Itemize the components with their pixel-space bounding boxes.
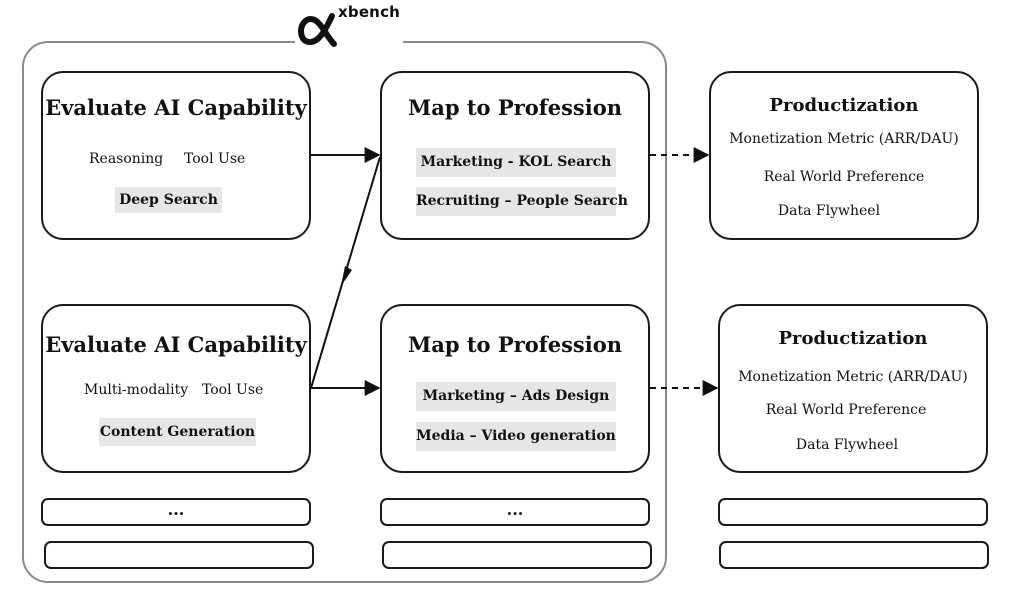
profession-title: Map to Profession (407, 95, 623, 120)
product-title: Productization (778, 328, 928, 349)
profession-item: Media – Video generation (416, 422, 616, 451)
placeholder-bar-ellipsis: ... (41, 498, 311, 526)
product-item: Data Flywheel (777, 203, 881, 219)
capability-card-2: Evaluate AI Capability Multi-modality To… (41, 304, 311, 473)
capability-card-1: Evaluate AI Capability Reasoning Tool Us… (41, 71, 311, 240)
profession-item: Marketing – Ads Design (416, 382, 616, 411)
product-card-1: Productization Monetization Metric (ARR/… (709, 71, 979, 240)
profession-card-2: Map to Profession Marketing – Ads Design… (380, 304, 650, 473)
capability-tag: Multi-modality (84, 382, 189, 398)
profession-title: Map to Profession (407, 332, 623, 357)
capability-focus-chip: Deep Search (115, 187, 222, 213)
product-item: Real World Preference (765, 402, 927, 418)
capability-tag: Tool Use (202, 382, 264, 398)
capability-focus-chip: Content Generation (99, 418, 256, 446)
product-card-2: Productization Monetization Metric (ARR/… (718, 304, 988, 473)
capability-tag: Reasoning (89, 151, 164, 167)
product-item: Monetization Metric (ARR/DAU) (738, 369, 968, 385)
product-item: Monetization Metric (ARR/DAU) (729, 131, 959, 147)
product-item: Real World Preference (763, 169, 925, 185)
capability-title: Evaluate AI Capability (45, 95, 307, 120)
placeholder-bar-empty (719, 541, 989, 569)
logo-text: xbench (338, 3, 401, 21)
placeholder-bar-ellipsis: ... (380, 498, 650, 526)
product-title: Productization (769, 95, 919, 116)
placeholder-bar-empty (718, 498, 988, 526)
product-item: Data Flywheel (795, 437, 899, 453)
alpha-logo-icon (297, 13, 337, 47)
capability-title: Evaluate AI Capability (45, 332, 307, 357)
profession-card-1: Map to Profession Marketing - KOL Search… (380, 71, 650, 240)
placeholder-bar-empty (44, 541, 314, 569)
capability-tag: Tool Use (184, 151, 246, 167)
profession-item: Recruiting – People Search (416, 187, 628, 216)
placeholder-bar-empty (382, 541, 652, 569)
profession-item: Marketing - KOL Search (416, 148, 616, 177)
